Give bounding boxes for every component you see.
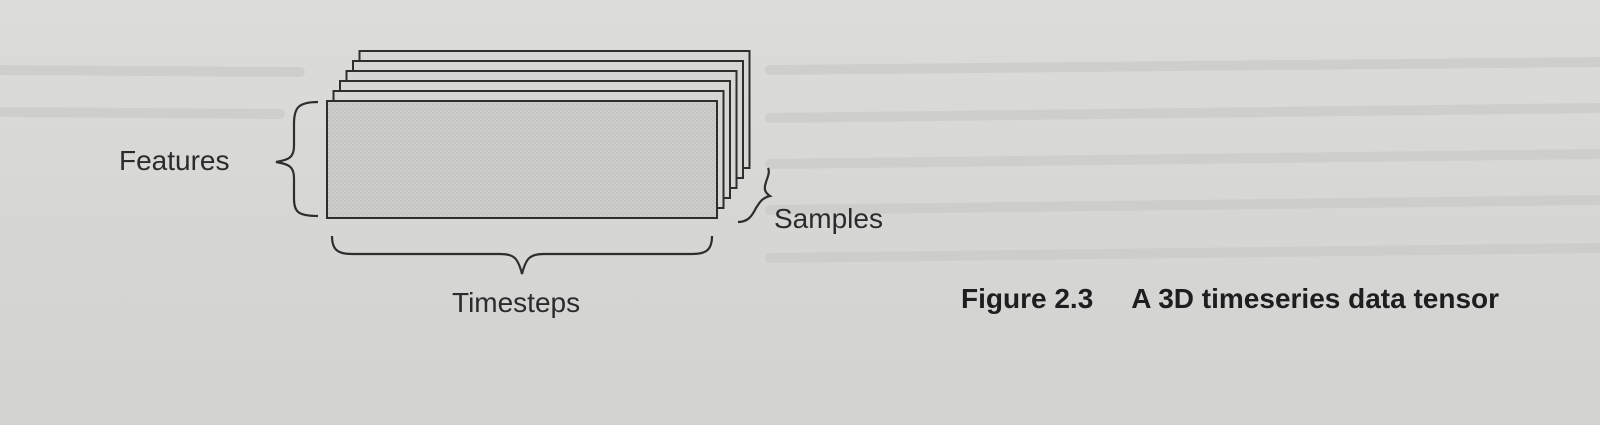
features-label: Features	[119, 145, 230, 176]
figure-number: Figure 2.3	[961, 283, 1094, 314]
timesteps-label: Timesteps	[452, 287, 581, 318]
figure-caption-text: A 3D timeseries data tensor	[1131, 283, 1500, 314]
samples-label: Samples	[774, 203, 883, 234]
timesteps-brace	[330, 235, 714, 275]
features-brace	[275, 100, 319, 218]
samples-brace	[737, 167, 773, 224]
figure-caption: Figure 2.3 A 3D timeseries data tensor	[961, 283, 1499, 315]
front-sample-sheet	[326, 100, 718, 219]
sample-sheets	[326, 50, 751, 219]
